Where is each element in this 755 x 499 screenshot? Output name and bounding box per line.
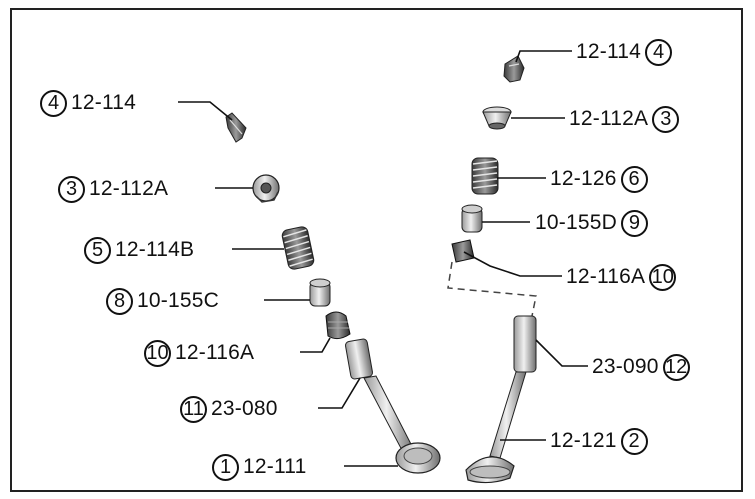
part-number-circle: 4 [645, 38, 673, 66]
left-valve-guide [345, 338, 373, 380]
leader-right-1 [515, 50, 572, 63]
right-valve-spring [471, 157, 499, 195]
leader-left-1 [178, 101, 233, 121]
part-code: 23-090 [592, 355, 659, 378]
right-valve-guide [513, 315, 537, 373]
right-valve-stem [465, 371, 527, 484]
part-code: 23-080 [211, 397, 278, 420]
right-assembly-guideline [447, 261, 537, 317]
leader-left-5 [300, 337, 331, 353]
part-code: 12-111 [243, 455, 307, 478]
part-number-circle: 11 [180, 395, 207, 423]
part-number-circle: 6 [620, 165, 648, 193]
leader-lines [178, 50, 588, 467]
callout-left-7: 1 12-111 [212, 452, 306, 482]
left-valve-seal [325, 311, 351, 340]
part-code: 10-155C [137, 289, 219, 312]
part-number-circle: 12 [662, 353, 690, 381]
left-valve-stem [363, 375, 441, 474]
right-valve-seal [451, 239, 475, 263]
part-number-circle: 4 [40, 89, 67, 117]
part-number-circle: 1 [212, 453, 239, 481]
left-spring-seat [309, 278, 331, 307]
part-number-circle: 2 [620, 427, 648, 455]
part-number-circle: 3 [652, 105, 680, 133]
right-spring-seat [461, 204, 483, 233]
callout-right-5: 12-116A 10 [566, 262, 677, 292]
part-code: 12-114 [576, 40, 642, 63]
part-number-circle: 5 [84, 236, 111, 264]
part-code: 12-121 [550, 429, 617, 452]
callout-left-6: 11 23-080 [180, 394, 278, 424]
part-code: 12-116A [566, 265, 646, 288]
leader-left-6 [318, 377, 361, 409]
callout-right-3: 12-126 6 [550, 164, 648, 194]
part-code: 12-126 [550, 167, 617, 190]
part-code: 12-116A [175, 341, 255, 364]
part-code: 12-114B [115, 238, 195, 261]
right-valve-keepers [503, 55, 525, 83]
part-number-circle: 3 [58, 175, 85, 203]
callout-right-1: 12-114 4 [576, 37, 673, 67]
callout-right-6: 23-090 12 [592, 352, 690, 382]
callout-right-2: 12-112A 3 [569, 104, 680, 134]
leader-right-5 [463, 251, 562, 277]
diagram-frame [10, 8, 743, 492]
left-valve-retainer [252, 174, 280, 203]
right-valve-retainer [482, 106, 512, 130]
part-code: 12-112A [89, 177, 169, 200]
callout-left-2: 3 12-112A [58, 174, 168, 204]
part-number-circle: 10 [649, 263, 677, 291]
callout-left-5: 10 12-116A [144, 338, 254, 368]
callout-left-1: 4 12-114 [40, 88, 136, 118]
callout-right-4: 10-155D 9 [535, 208, 648, 238]
left-valve-spring [281, 226, 315, 270]
part-number-circle: 10 [144, 339, 171, 367]
callout-right-7: 12-121 2 [550, 426, 648, 456]
part-code: 12-114 [71, 91, 137, 114]
callout-left-3: 5 12-114B [84, 235, 194, 265]
leader-right-6 [535, 339, 588, 367]
part-number-circle: 8 [106, 287, 133, 315]
callout-left-4: 8 10-155C [106, 286, 219, 316]
part-code: 12-112A [569, 107, 649, 130]
left-valve-keepers [225, 112, 247, 143]
part-code: 10-155D [535, 211, 617, 234]
part-number-circle: 9 [620, 209, 648, 237]
